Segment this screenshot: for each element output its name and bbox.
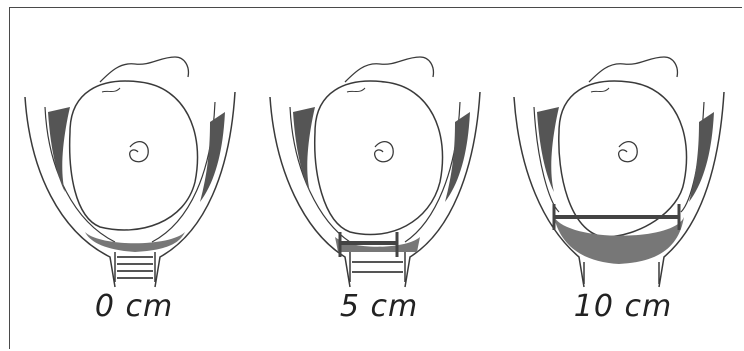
dilation-label: 0 cm — [20, 289, 248, 324]
dilation-panel-10cm: 10 cm — [509, 52, 737, 344]
cervix-illustration-5cm — [265, 52, 493, 292]
cervix-illustration-0cm — [20, 52, 248, 292]
dilation-label: 5 cm — [265, 289, 493, 324]
dilation-label: 10 cm — [509, 289, 737, 324]
cervix-illustration-10cm — [509, 52, 737, 292]
dilation-panel-5cm: 5 cm — [265, 52, 493, 344]
dilation-panel-0cm: 0 cm — [20, 52, 248, 344]
